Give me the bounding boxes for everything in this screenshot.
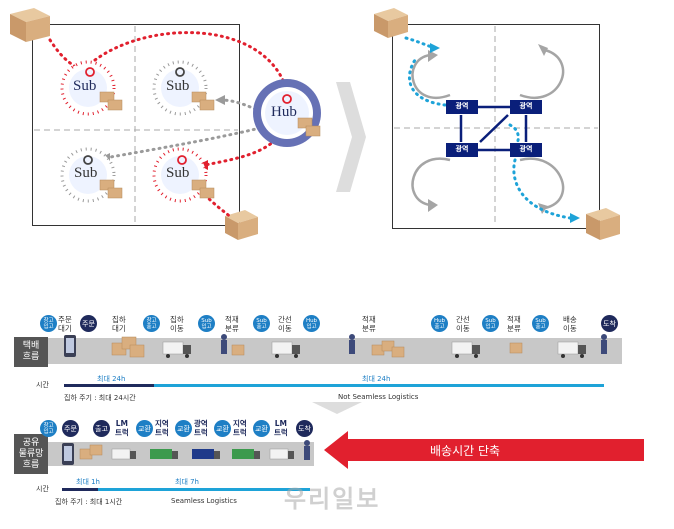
step-label: 집하 이동	[170, 315, 184, 333]
step-label: 지역 트럭	[233, 419, 247, 437]
step-label: 광역 트럭	[194, 419, 208, 437]
truck-icon	[451, 341, 480, 358]
step-label: 간선 이동	[456, 315, 470, 333]
step-badge: 도착	[601, 315, 618, 332]
step-label: LM 트럭	[115, 419, 129, 437]
truck-icon	[271, 341, 300, 358]
step-badge: 주문	[80, 315, 97, 332]
pickup-cycle: 집하 주기 : 최대 1시간	[55, 498, 123, 506]
step-label: LM 트럭	[274, 419, 288, 437]
step-badge: Sub 입고	[482, 315, 499, 332]
step-badge: 출고	[93, 420, 110, 437]
timeline-bar-2	[98, 488, 310, 491]
seamless-status: Not Seamless Logistics	[338, 393, 419, 401]
step-label: 적재 분류	[507, 315, 521, 333]
regional-node-label: 광역	[455, 145, 469, 153]
box-icon	[225, 210, 258, 240]
step-badge: Sub 입고	[198, 315, 215, 332]
shared-illustrations	[62, 440, 310, 465]
chevron-down-icon	[312, 402, 362, 414]
seamless-status: Seamless Logistics	[171, 497, 237, 505]
max-time: 최대 24h	[97, 375, 126, 383]
step-badge: Hub 입고	[303, 315, 320, 332]
hub-spoke-diagram	[10, 8, 321, 240]
chevron-right-icon	[336, 82, 366, 192]
box-icon	[374, 8, 408, 38]
truck-icon	[192, 449, 220, 459]
truck-icon	[111, 448, 136, 460]
step-badge: 교환	[214, 420, 231, 437]
step-badge: 교환	[136, 420, 153, 437]
watermark: 우리일보	[284, 485, 381, 513]
time-label: 시간	[36, 381, 49, 389]
max-time: 최대 7h	[175, 478, 199, 486]
node-label: Sub	[74, 165, 98, 181]
step-badge: 도착	[296, 420, 313, 437]
box-icon	[586, 208, 620, 240]
max-time: 최대 1h	[76, 478, 100, 486]
regional-node-label: 광역	[519, 145, 533, 153]
step-label: 배송 이동	[563, 315, 577, 333]
person-icon	[221, 334, 607, 354]
step-badge: 주문	[62, 420, 79, 437]
step-badge: 창고 출고	[143, 315, 160, 332]
truck-icon	[150, 449, 178, 459]
regional-node-label: 광역	[519, 102, 533, 110]
step-label: 지역 트럭	[155, 419, 169, 437]
courier-illustrations	[64, 334, 607, 358]
node-label: Sub	[73, 78, 97, 94]
step-badge: 교환	[253, 420, 270, 437]
step-label: 적재 분류	[225, 315, 239, 333]
person-icon	[304, 440, 310, 460]
timeline-bar-1	[62, 488, 98, 491]
truck-icon	[232, 449, 260, 459]
callout-text: 배송시간 단축	[430, 444, 501, 458]
timeline-bar-2	[154, 384, 604, 387]
logo-icon	[83, 67, 292, 165]
callout-arrow	[324, 431, 644, 469]
step-label: 간선 이동	[278, 315, 292, 333]
box-icon	[10, 8, 50, 42]
regional-node-label: 광역	[455, 102, 469, 110]
step-label: 집하 대기	[112, 315, 126, 333]
time-label: 시간	[36, 485, 49, 493]
shared-flow-label: 공유 물류망 흐름	[14, 434, 48, 474]
step-badge: Hub 출고	[431, 315, 448, 332]
node-label: Sub	[166, 78, 190, 94]
truck-icon	[269, 448, 294, 460]
regional-diagram	[374, 8, 620, 240]
step-label: 주문 대기	[58, 315, 72, 333]
timeline-bar-1	[64, 384, 154, 387]
pickup-cycle: 집하 주기 : 최대 24시간	[64, 394, 136, 402]
step-label: 적재 분류	[362, 315, 376, 333]
step-badge: Sub 출고	[253, 315, 270, 332]
step-badge: 교환	[175, 420, 192, 437]
truck-icon	[162, 341, 191, 358]
step-badge: Sub 출고	[532, 315, 549, 332]
node-label: Hub	[271, 104, 297, 120]
node-label: Sub	[166, 165, 190, 181]
courier-flow-label: 택배 흐름	[14, 337, 48, 367]
step-badge: 창고 입고	[40, 315, 57, 332]
step-badge: 창고 입고	[40, 420, 57, 437]
truck-icon	[557, 341, 586, 358]
max-time: 최대 24h	[362, 375, 391, 383]
